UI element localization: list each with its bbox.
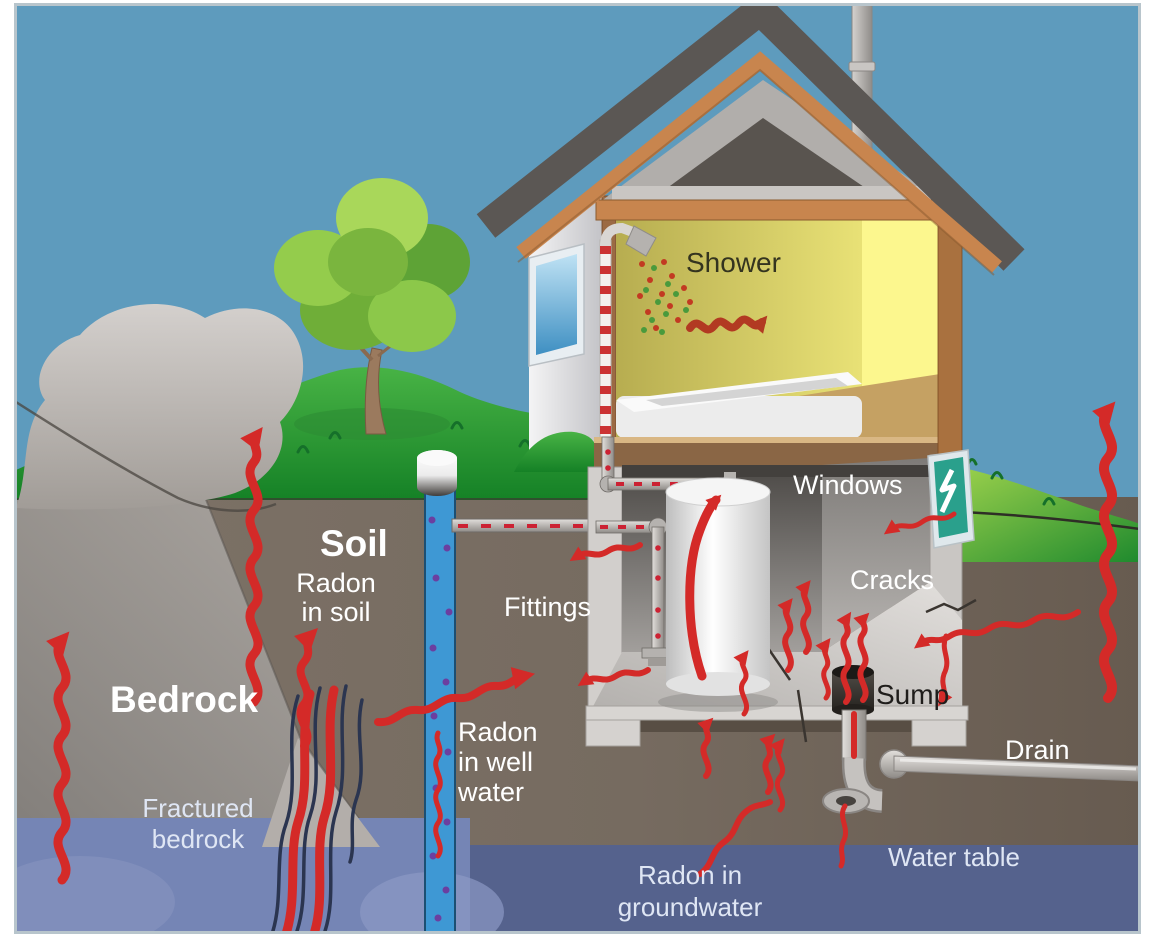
label-drain: Drain [1005,735,1070,765]
radon-arrow-wall-crack [938,633,953,707]
label-fractured-bedrock: Fractured [142,793,253,823]
label-fractured-bedrock: bedrock [152,824,245,854]
label-radon-in-soil: Radon [296,568,376,598]
well-supply-pipe [451,518,597,533]
roof-deck [476,5,1025,271]
radon-arrow-window [883,511,957,535]
radon-arrow-fittings [569,542,643,562]
footing-right [911,719,967,747]
draft-icon [939,468,957,514]
radon-arrow-soil [294,628,318,750]
footing-left [585,719,641,747]
label-radon-groundwater: groundwater [618,892,763,922]
roof [476,5,1025,276]
radon-arrow-floor-crack [733,650,750,717]
vent-pipe-joint [848,61,876,72]
radon-arrow-under-slab [697,717,714,779]
radon-flow-groundwater [838,803,849,869]
radon-arrow-shower [686,315,768,334]
label-radon-groundwater: Radon in [638,860,742,890]
radon-arrow [374,667,536,727]
label-cracks: Cracks [850,565,934,595]
radon-flow-groundwater [697,799,773,877]
label-shower: Shower [686,247,781,278]
tree [274,178,470,435]
label-radon-well-water: water [457,777,524,807]
rock-outcrop [16,303,304,512]
labels: Soil Radon in soil Bedrock Fractured bed… [110,247,1070,922]
drain-assembly [822,709,1138,814]
label-fittings: Fittings [504,592,591,622]
radon-arrow-sump [853,612,870,703]
shower-head-icon [625,225,657,257]
label-radon-well-water: Radon [458,717,538,747]
shower-spray [637,259,693,335]
roof-trim [516,51,1002,273]
label-windows: Windows [793,470,903,500]
upstairs-window [528,243,585,367]
radon-arrow-floor [795,580,812,655]
radon-arrow-tank [685,494,722,681]
lawn-right [930,462,1138,562]
image-border [14,3,1141,934]
label-bedrock: Bedrock [110,679,258,720]
radon-arrow-sump [836,611,852,705]
gable-shadow [648,118,886,202]
house-right-post [937,211,963,463]
radon-flow-fracture [310,685,339,931]
radon-particles [428,516,453,922]
label-radon-in-soil: in soil [301,597,370,627]
grass-over-wall [514,431,596,472]
basement-window [927,449,975,549]
radon-arrow-sump [815,637,831,701]
basement-right-wall [822,458,930,652]
radon-flow-well [433,730,443,859]
bathtub [616,372,862,438]
water-heater [658,472,778,712]
radon-arrow-fittings [577,667,651,687]
radon-arrow-surface-right [1092,401,1117,703]
label-radon-well-water: in well [458,747,533,777]
label-water-table: Water table [888,842,1020,872]
gable-band [612,186,932,202]
basement-ceiling-shadow [622,465,930,477]
radon-dots [605,449,661,639]
radon-arrow-bedrock [46,631,71,885]
radon-arrow-groundwater [769,738,786,813]
radon-squiggles [569,511,1081,877]
radon-arrow-wall-crack [913,609,1081,649]
bathroom [599,218,940,460]
radon-arrow-floor-crack [777,598,794,673]
label-sump: Sump [876,679,949,710]
label-soil: Soil [320,523,388,564]
water-highlight [16,856,175,931]
radon-arrow-surface-left [240,426,263,707]
roof-beam [595,199,949,221]
radon-arrow-under-slab [759,733,776,795]
